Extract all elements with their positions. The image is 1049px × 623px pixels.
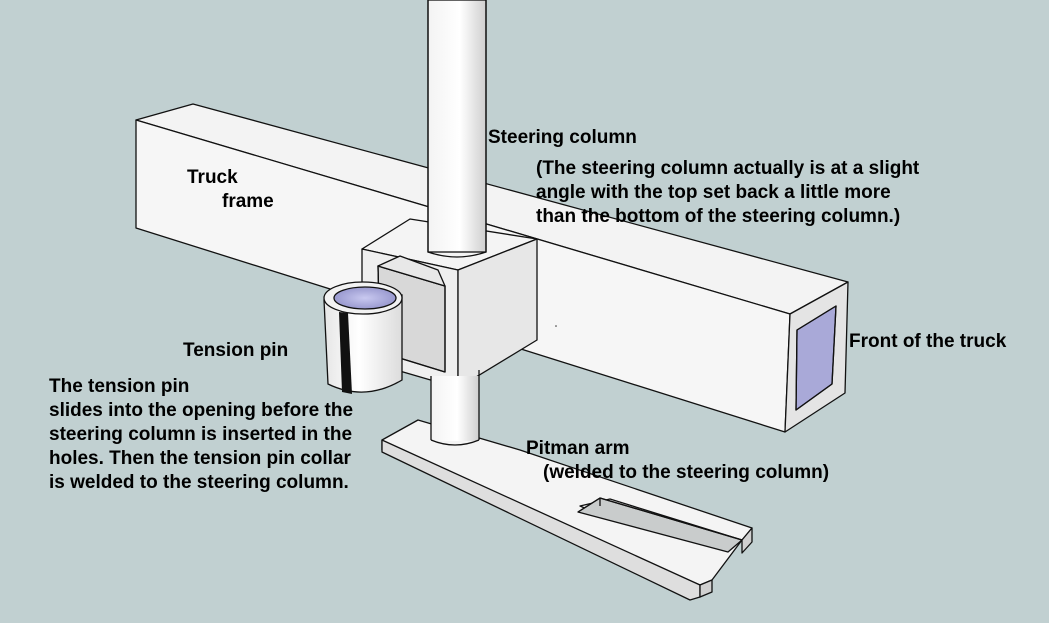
tension-pin-note-line-1: The tension pin bbox=[49, 376, 190, 397]
truck-frame-label-line-1: Truck bbox=[187, 167, 238, 188]
steering-column-note-line-2: angle with the top set back a little mor… bbox=[536, 182, 891, 203]
pitman-arm bbox=[381, 419, 753, 601]
steering-column bbox=[427, 0, 487, 446]
tension-pin-note-line-5: is welded to the steering column. bbox=[49, 472, 349, 493]
tension-pin-note-line-3: steering column is inserted in the bbox=[49, 424, 353, 445]
tension-pin-note-line-2: slides into the opening before the bbox=[49, 400, 354, 421]
tension-pin-note-line-4: holes. Then the tension pin collar bbox=[49, 448, 351, 469]
tension-pin bbox=[323, 281, 403, 394]
steering-column-label: Steering column bbox=[488, 127, 637, 148]
steering-column-note-line-1: (The steering column actually is at a sl… bbox=[536, 158, 920, 179]
front-of-truck-label: Front of the truck bbox=[849, 331, 1007, 352]
truck-frame-label-line-2: frame bbox=[222, 191, 274, 212]
steering-column-note-line-3: than the bottom of the steering column.) bbox=[536, 206, 901, 227]
tension-pin-label: Tension pin bbox=[183, 340, 289, 361]
pitman-arm-label: Pitman arm bbox=[526, 438, 630, 459]
pitman-arm-note: (welded to the steering column) bbox=[543, 462, 830, 483]
